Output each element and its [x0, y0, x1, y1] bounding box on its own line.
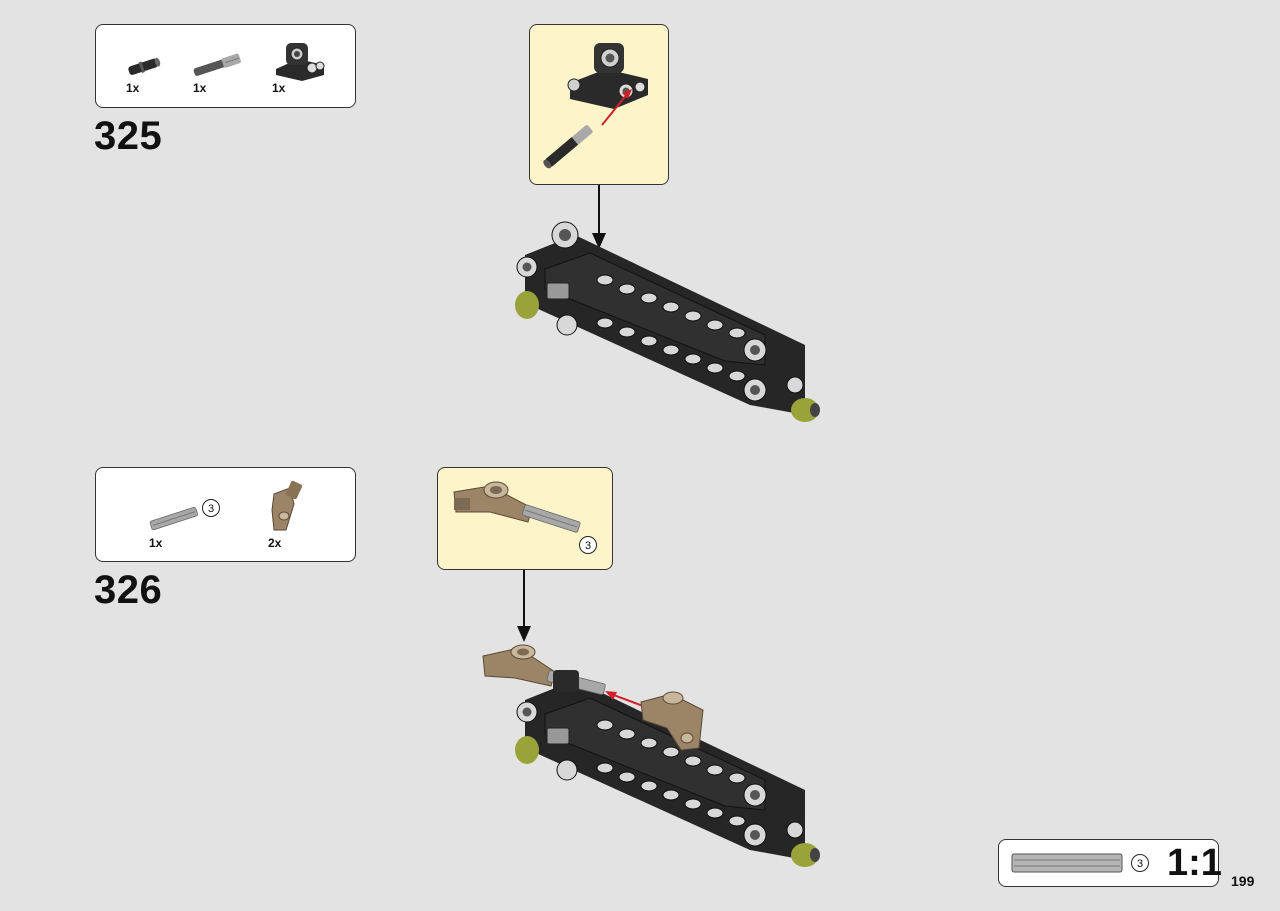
- beam-assembly-model-step-326: [482, 644, 820, 867]
- axle-into-angle-connector-diagram: [453, 481, 581, 533]
- pin-into-connector-diagram: [543, 43, 648, 169]
- down-arrow-icon: [517, 570, 531, 642]
- axle-length-indicator: 3: [1131, 854, 1149, 872]
- scale-ruler-box: 3 1:1: [998, 839, 1222, 887]
- sub-assembly-callout-step-326: 3: [437, 467, 613, 570]
- part-qty: 2x: [268, 536, 282, 550]
- tan-angle-connector-icon: [271, 480, 303, 531]
- part-qty: 1x: [193, 81, 207, 95]
- beam-assembly-model-step-325: [515, 221, 820, 422]
- part-qty: 1x: [149, 536, 163, 550]
- part-qty: 1x: [272, 81, 286, 95]
- axle-length-indicator: 3: [202, 499, 220, 517]
- axle-length-indicator: 3: [579, 536, 597, 554]
- grey-axle-pin-icon: [193, 53, 241, 76]
- sub-assembly-callout-step-325: [529, 24, 669, 185]
- parts-list-box-step-325: 1x 1x 1x: [95, 24, 356, 108]
- parts-list-box-step-326: 3 1x 2x: [95, 467, 356, 562]
- part-qty: 1x: [126, 81, 140, 95]
- black-double-perpendicular-connector-icon: [276, 43, 325, 81]
- grey-axle-icon: [149, 506, 198, 531]
- scale-ratio: 1:1: [1167, 842, 1222, 884]
- black-connector-pin-icon: [128, 57, 161, 75]
- step-number: 326: [94, 568, 163, 612]
- page-number: 199: [1231, 873, 1255, 889]
- down-arrow-icon: [592, 185, 606, 249]
- step-number: 325: [94, 114, 163, 158]
- grey-axle-icon: [1011, 853, 1123, 873]
